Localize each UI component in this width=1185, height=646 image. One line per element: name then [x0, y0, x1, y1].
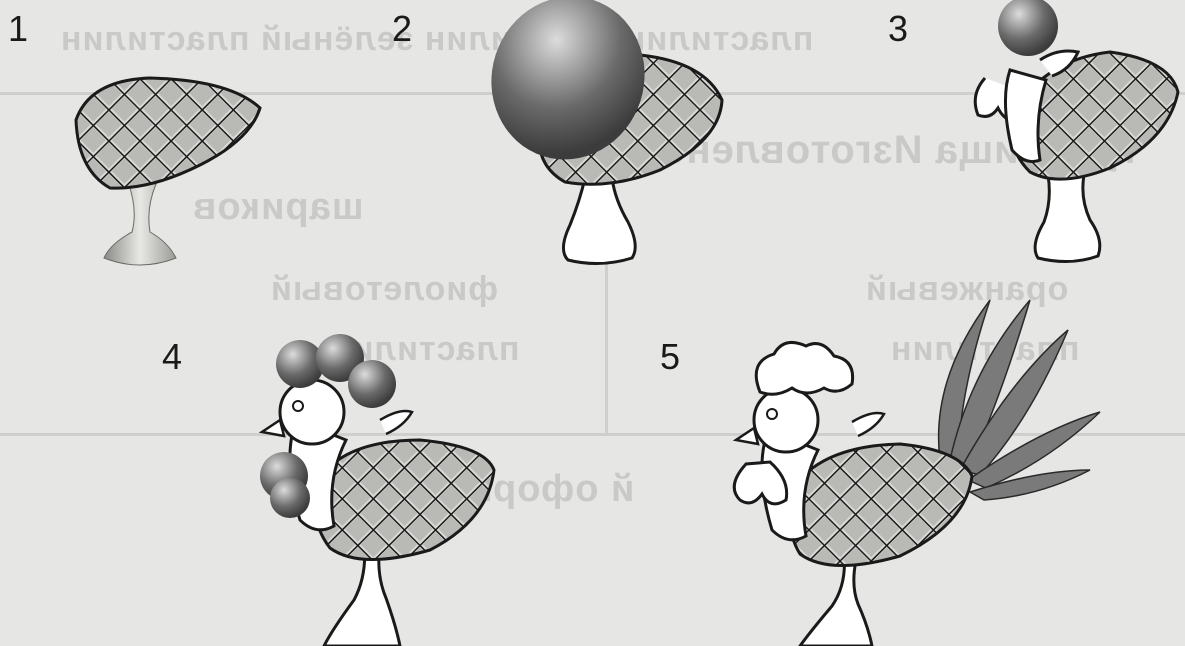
step-5-comb [756, 342, 852, 394]
step-number-3: 3 [888, 8, 908, 50]
step-number-1: 1 [8, 8, 28, 50]
step-5-beak [736, 428, 758, 444]
step-5-figure [734, 300, 1100, 646]
step-4-figure [260, 334, 494, 646]
step-1-stand [104, 182, 176, 265]
step-4-comb-ball-3 [348, 360, 396, 408]
step-number-5: 5 [660, 336, 680, 378]
step-3-stand [1035, 175, 1100, 262]
step-1-figure [76, 78, 260, 265]
step-1-body [76, 78, 260, 188]
step-number-2: 2 [392, 8, 412, 50]
step-5-wing [852, 413, 884, 436]
step-2-stand [563, 178, 635, 264]
step-5-body [789, 444, 972, 566]
step-3-neck [1005, 70, 1046, 162]
step-3-head-ball [998, 0, 1058, 56]
step-3-figure [975, 0, 1178, 262]
step-5-head [754, 388, 818, 452]
step-2-figure [470, 0, 722, 264]
step-4-eye [293, 401, 303, 411]
step-number-4: 4 [162, 336, 182, 378]
step-5-eye [767, 409, 777, 419]
step-4-wing [380, 411, 412, 434]
step-4-beak [262, 420, 284, 436]
step-4-head [280, 380, 344, 444]
step-4-wattle-ball-2 [270, 478, 310, 518]
step-4-body [315, 440, 494, 560]
